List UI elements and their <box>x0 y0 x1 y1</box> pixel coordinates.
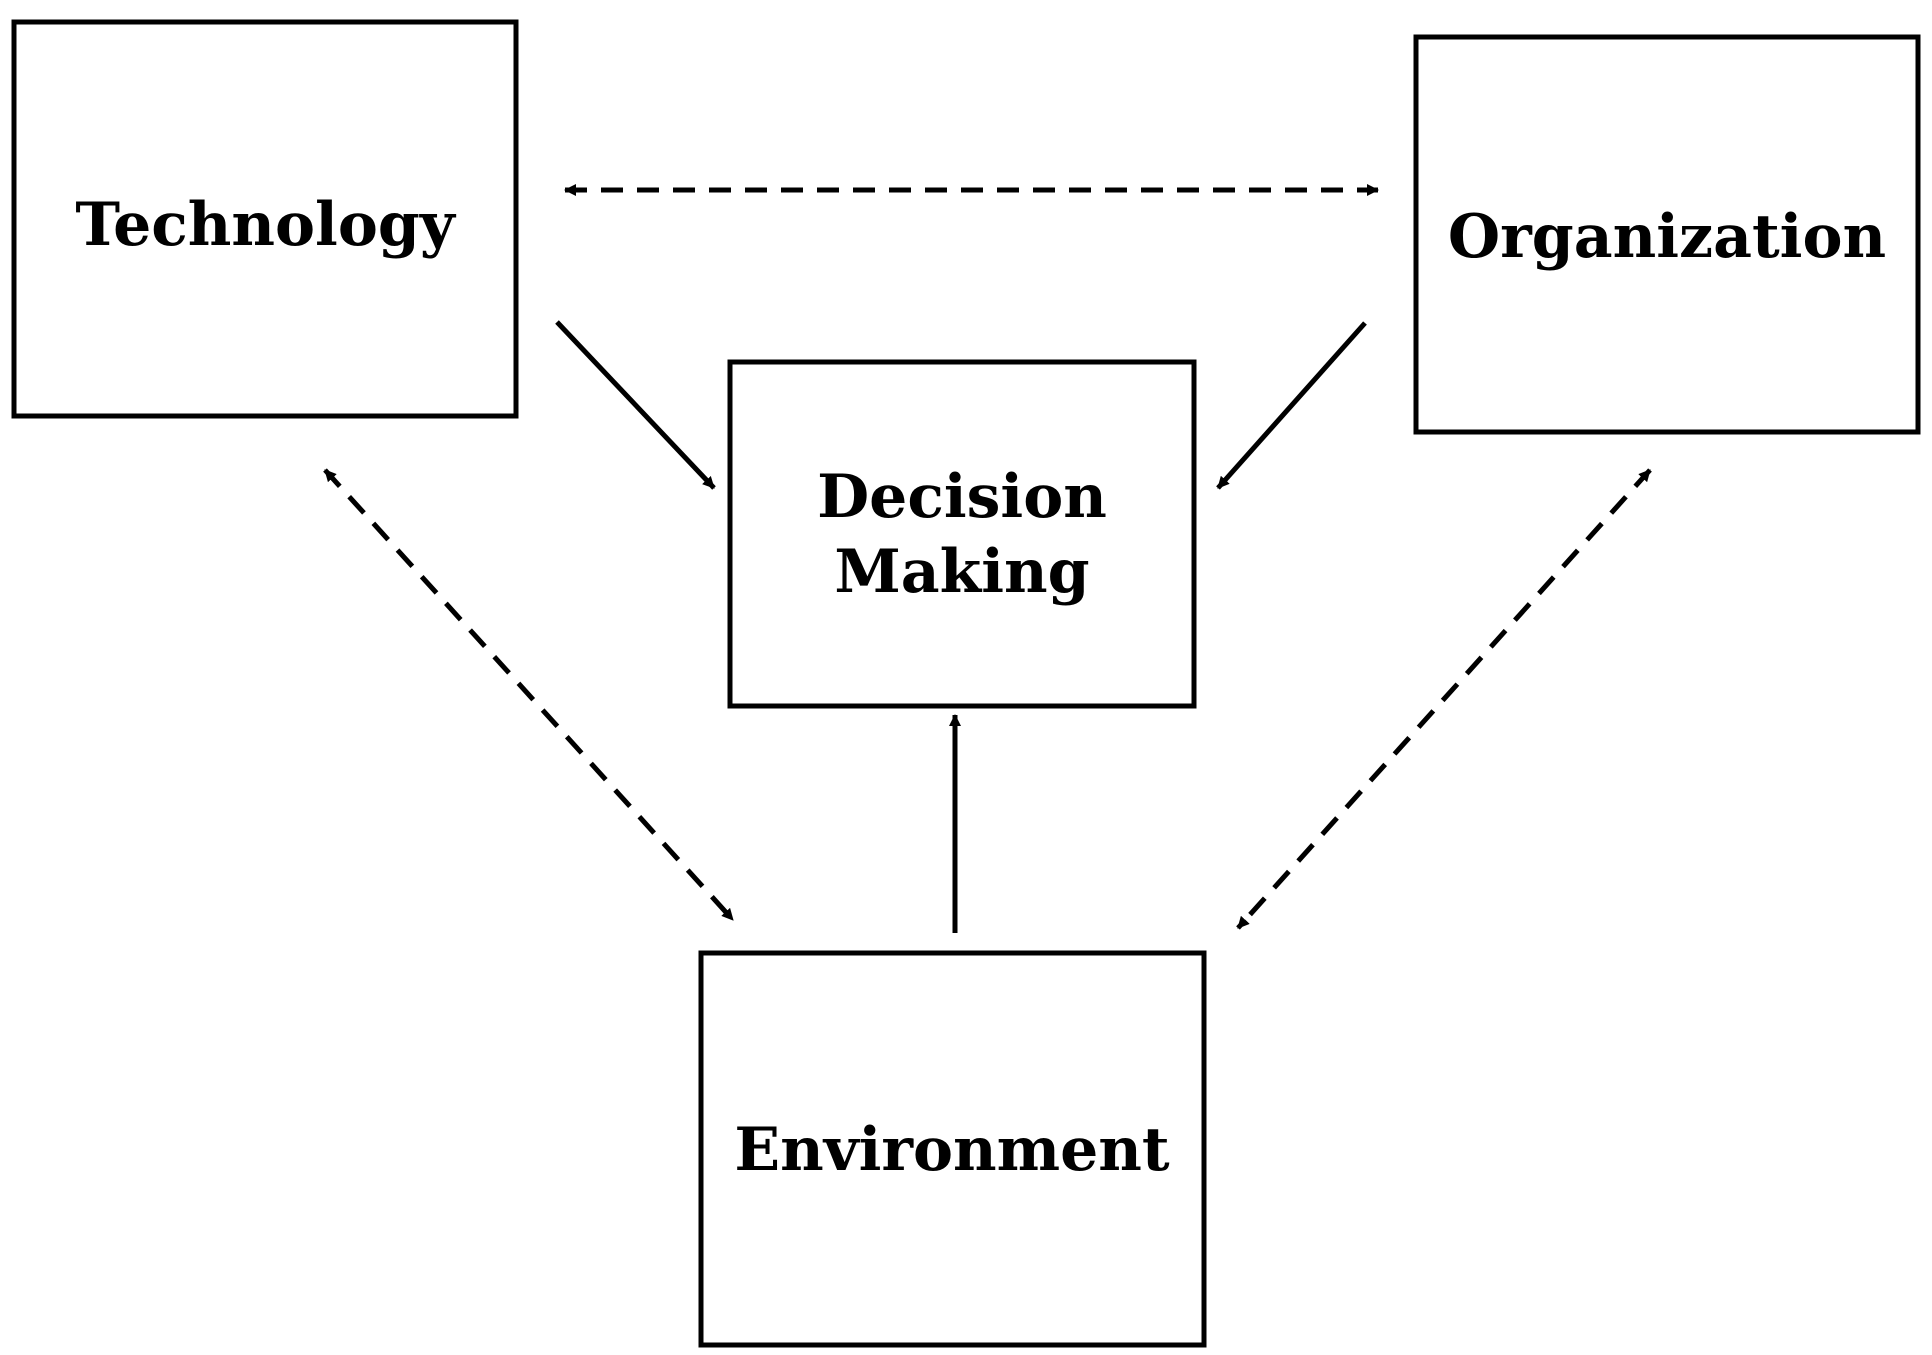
decision-making-box <box>727 359 1197 709</box>
organization-node: Organization <box>1413 34 1921 435</box>
environment-label: Environment <box>734 1115 1170 1185</box>
decision-making-node: Decision Making <box>727 359 1197 709</box>
technology-node: Technology <box>11 19 519 419</box>
organization-to-decision-arrow <box>1216 321 1367 490</box>
technology-environment-dashed-arrow <box>323 468 735 922</box>
environment-box <box>698 950 1207 1348</box>
organization-label: Organization <box>1448 202 1886 272</box>
technology-label: Technology <box>75 190 457 260</box>
organization-box <box>1413 34 1921 435</box>
technology-box <box>11 19 519 419</box>
decision-making-label-line2: Making <box>834 537 1089 607</box>
organization-environment-dashed-arrow <box>1236 468 1652 930</box>
technology-to-decision-arrow <box>555 320 716 490</box>
environment-node: Environment <box>698 950 1207 1348</box>
decision-making-label-line1: Decision <box>817 462 1107 532</box>
